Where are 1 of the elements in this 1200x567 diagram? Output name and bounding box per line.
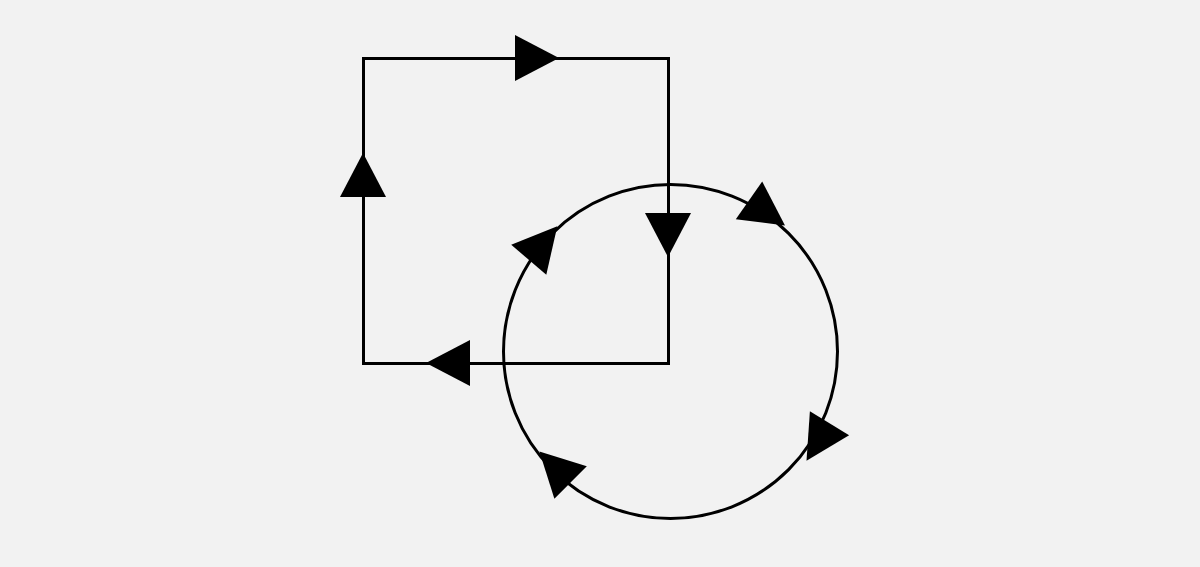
- square-loop: [361, 56, 670, 365]
